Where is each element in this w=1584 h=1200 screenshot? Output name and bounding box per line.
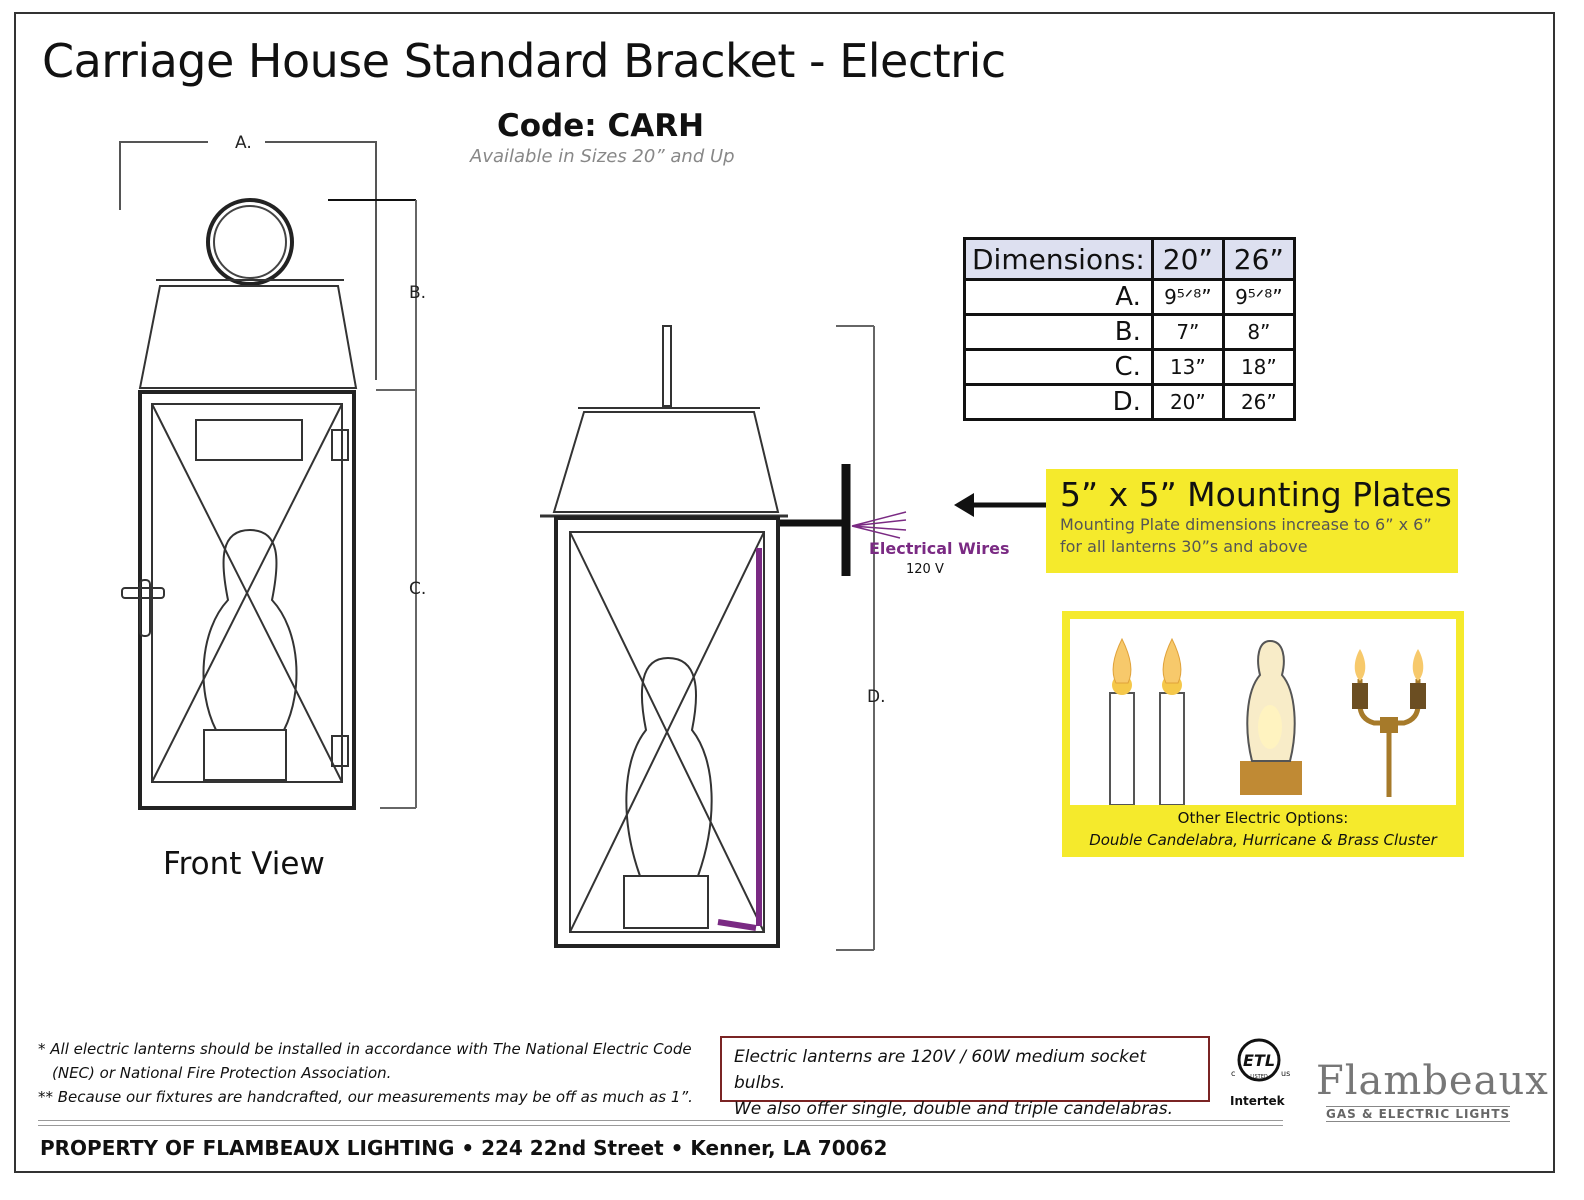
etl-listed: LISTED bbox=[1250, 1074, 1268, 1080]
brass-cluster-icon bbox=[1352, 649, 1426, 797]
row-value: 8” bbox=[1221, 313, 1296, 351]
dim-label-d: D. bbox=[867, 687, 886, 707]
options-list: Double Candelabra, Hurricane & Brass Clu… bbox=[1089, 831, 1437, 849]
row-label: A. bbox=[963, 278, 1154, 316]
brand-tagline: GAS & ELECTRIC LIGHTS bbox=[1326, 1106, 1511, 1122]
bulb-note-box: Electric lanterns are 120V / 60W medium … bbox=[720, 1036, 1210, 1119]
front-view-label: Front View bbox=[163, 846, 325, 882]
page-frame bbox=[14, 12, 1555, 1173]
etl-listed-icon: ETL c us LISTED bbox=[1231, 1038, 1290, 1082]
mounting-plates-desc: Mounting Plate dimensions increase to 6”… bbox=[1060, 514, 1444, 558]
footer-address: PROPERTY OF FLAMBEAUX LIGHTING • 224 22n… bbox=[40, 1136, 888, 1160]
row-label: C. bbox=[963, 348, 1154, 386]
side-view-drawing bbox=[540, 325, 907, 951]
row-label: B. bbox=[963, 313, 1154, 351]
table-header-row: Dimensions: 20” 26” bbox=[963, 237, 1296, 281]
voltage-label: 120 V bbox=[906, 562, 944, 577]
arrow-left-icon bbox=[954, 493, 1046, 517]
row-label: D. bbox=[963, 383, 1154, 421]
sizes-note: Available in Sizes 20” and Up bbox=[470, 146, 735, 167]
row-value: 18” bbox=[1221, 348, 1296, 386]
candelabra-icon bbox=[1109, 637, 1185, 806]
options-title: Other Electric Options: bbox=[1177, 809, 1349, 827]
installation-notes: * All electric lanterns should be instal… bbox=[38, 1037, 718, 1109]
electric-options-box: Other Electric Options: Double Candelabr… bbox=[1062, 611, 1464, 857]
product-code: Code: CARH bbox=[497, 108, 705, 144]
brand-name: Flambeaux bbox=[1316, 1058, 1549, 1104]
etl-c: c bbox=[1231, 1069, 1235, 1078]
row-value: 9⁵ᐟ⁸” bbox=[1150, 278, 1225, 316]
options-illustration bbox=[1070, 619, 1456, 806]
mounting-plates-title: 5” x 5” Mounting Plates bbox=[1060, 475, 1452, 514]
note-line: (NEC) or National Fire Protection Associ… bbox=[52, 1064, 392, 1082]
dimensions-table: Dimensions: 20” 26” A. 9⁵ᐟ⁸” 9⁵ᐟ⁸” B. 7”… bbox=[963, 237, 1296, 421]
dim-label-a: A. bbox=[235, 133, 252, 153]
footer-divider bbox=[38, 1120, 1283, 1126]
table-header-size: 20” bbox=[1150, 237, 1225, 281]
dim-label-b: B. bbox=[409, 283, 427, 303]
note-line: * All electric lanterns should be instal… bbox=[38, 1040, 692, 1058]
table-row: C. 13” 18” bbox=[963, 348, 1296, 386]
etl-us: us bbox=[1281, 1069, 1290, 1078]
intertek-label: Intertek bbox=[1230, 1094, 1285, 1108]
note-line: ** Because our fixtures are handcrafted,… bbox=[38, 1088, 693, 1106]
table-header-size: 26” bbox=[1221, 237, 1296, 281]
flambeaux-logo: Flambeaux GAS & ELECTRIC LIGHTS bbox=[1316, 1058, 1548, 1128]
table-row: B. 7” 8” bbox=[963, 313, 1296, 351]
page-title: Carriage House Standard Bracket - Electr… bbox=[42, 34, 1006, 88]
bulb-note-line: We also offer single, double and triple … bbox=[734, 1099, 1174, 1119]
hurricane-icon bbox=[1240, 639, 1302, 795]
row-value: 26” bbox=[1221, 383, 1296, 421]
table-row: A. 9⁵ᐟ⁸” 9⁵ᐟ⁸” bbox=[963, 278, 1296, 316]
bulb-note-line: Electric lanterns are 120V / 60W medium … bbox=[734, 1047, 1147, 1093]
row-value: 7” bbox=[1150, 313, 1225, 351]
front-view-drawing bbox=[119, 141, 417, 810]
electrical-wires-label: Electrical Wires bbox=[869, 539, 1010, 558]
mounting-desc-line: for all lanterns 30”s and above bbox=[1060, 537, 1308, 556]
mounting-plates-box: 5” x 5” Mounting Plates Mounting Plate d… bbox=[1046, 469, 1458, 573]
table-header-label: Dimensions: bbox=[963, 237, 1154, 281]
row-value: 13” bbox=[1150, 348, 1225, 386]
dim-label-c: C. bbox=[409, 579, 427, 599]
row-value: 9⁵ᐟ⁸” bbox=[1221, 278, 1296, 316]
table-row: D. 20” 26” bbox=[963, 383, 1296, 421]
row-value: 20” bbox=[1150, 383, 1225, 421]
svg-text:ETL: ETL bbox=[1243, 1051, 1275, 1070]
mounting-desc-line: Mounting Plate dimensions increase to 6”… bbox=[1060, 515, 1432, 534]
